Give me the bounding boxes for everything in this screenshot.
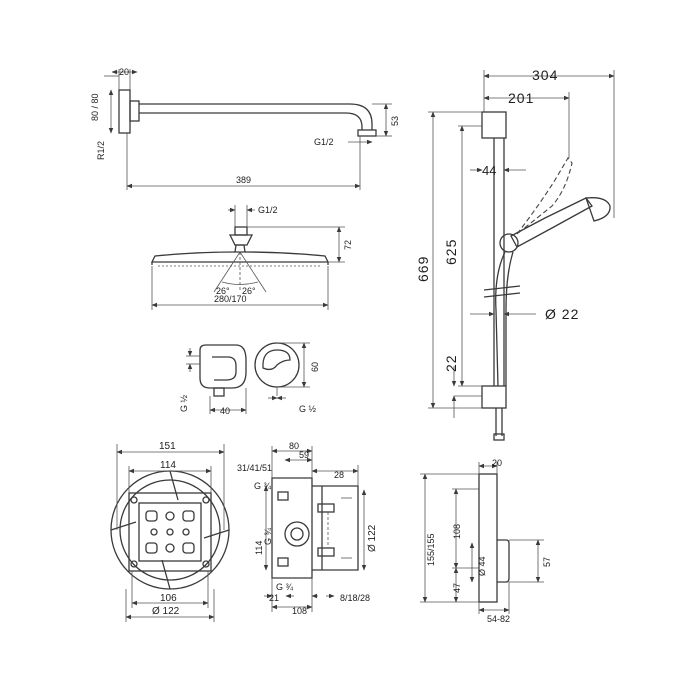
trim-depth: 20: [492, 458, 502, 468]
head-inlet-thread: G1/2: [258, 205, 278, 215]
head-height: 72: [343, 240, 353, 250]
valve-offsets: 31/41/51: [237, 463, 272, 473]
head-angle-right: 26°: [242, 286, 256, 296]
box-diameter: Ø 122: [152, 606, 180, 617]
valve-thread-bottom: G ¾: [276, 582, 294, 592]
outlet-thread-right: G ½: [299, 404, 317, 414]
outlet-height: 60: [310, 362, 320, 372]
arm-length: 389: [236, 175, 251, 185]
valve-adjust-range: 8/18/28: [340, 593, 370, 603]
valve-diameter: Ø 122: [367, 524, 378, 552]
valve-thread-top: G ¾: [254, 481, 272, 491]
valve-height: 114: [254, 541, 264, 555]
outlet-width: 40: [220, 406, 230, 416]
rail-handshower-offset: 201: [508, 90, 534, 106]
trim-knob-diameter: Ø 44: [477, 556, 487, 576]
install-box-drawing: 151 114 106 Ø 122: [110, 441, 230, 622]
valve-thread-side: G ¾: [263, 527, 273, 545]
outlet-thread-left: G ½: [179, 394, 189, 412]
arm-drop-height: 53: [390, 116, 400, 126]
trim-bottom-offset: 47: [452, 583, 462, 593]
install-box-side-drawing: 80 59 31/41/51 28 G ¾ 114 G ¾ Ø 122 G ¾ …: [237, 441, 378, 616]
shower-rail-drawing: 304 201 44 669 625 22 Ø 22: [415, 67, 615, 441]
wall-outlet-drawing: G ½ 40 G ½ 60: [179, 342, 320, 416]
rail-total-height: 669: [415, 256, 431, 282]
valve-bottom-offset: 21: [269, 593, 279, 603]
valve-bottom-depth: 108: [292, 606, 307, 616]
arm-flange-width: 20: [119, 67, 129, 77]
arm-flange-size: 80 / 80: [90, 93, 100, 121]
arm-thread-r12: R1/2: [96, 141, 106, 160]
head-angle-left: 26°: [216, 286, 230, 296]
rail-diameter: Ø 22: [545, 306, 579, 322]
trim-projection: 54-82: [487, 614, 510, 624]
box-frame-width: 106: [160, 593, 177, 604]
trim-knob-offset: 108: [452, 524, 462, 539]
box-inner-width: 114: [160, 460, 176, 471]
rail-bottom-offset: 22: [443, 354, 459, 372]
rail-total-width: 304: [532, 67, 558, 83]
rail-mount-distance: 625: [443, 239, 459, 265]
rail-bar-depth: 44: [482, 163, 496, 178]
arm-outlet-thread: G1/2: [314, 137, 334, 147]
install-box-screws: [130, 496, 210, 568]
shower-arm-drawing: 20 80 / 80 R1/2 53 G1/2 389: [90, 67, 400, 190]
trim-knob-height: 57: [542, 557, 552, 567]
valve-depth: 80: [289, 441, 299, 451]
valve-front-depth: 28: [334, 470, 344, 480]
thermostat-trim-drawing: 20 155/155 108 Ø 44 47 57 54-82: [420, 458, 552, 624]
overhead-shower-drawing: G1/2 72 26° 26° 280/170: [150, 205, 353, 310]
head-diameter: 280/170: [214, 294, 247, 304]
box-outer-width: 151: [159, 441, 176, 452]
valve-inner-depth: 59: [299, 450, 309, 460]
trim-plate-size: 155/155: [426, 533, 436, 566]
